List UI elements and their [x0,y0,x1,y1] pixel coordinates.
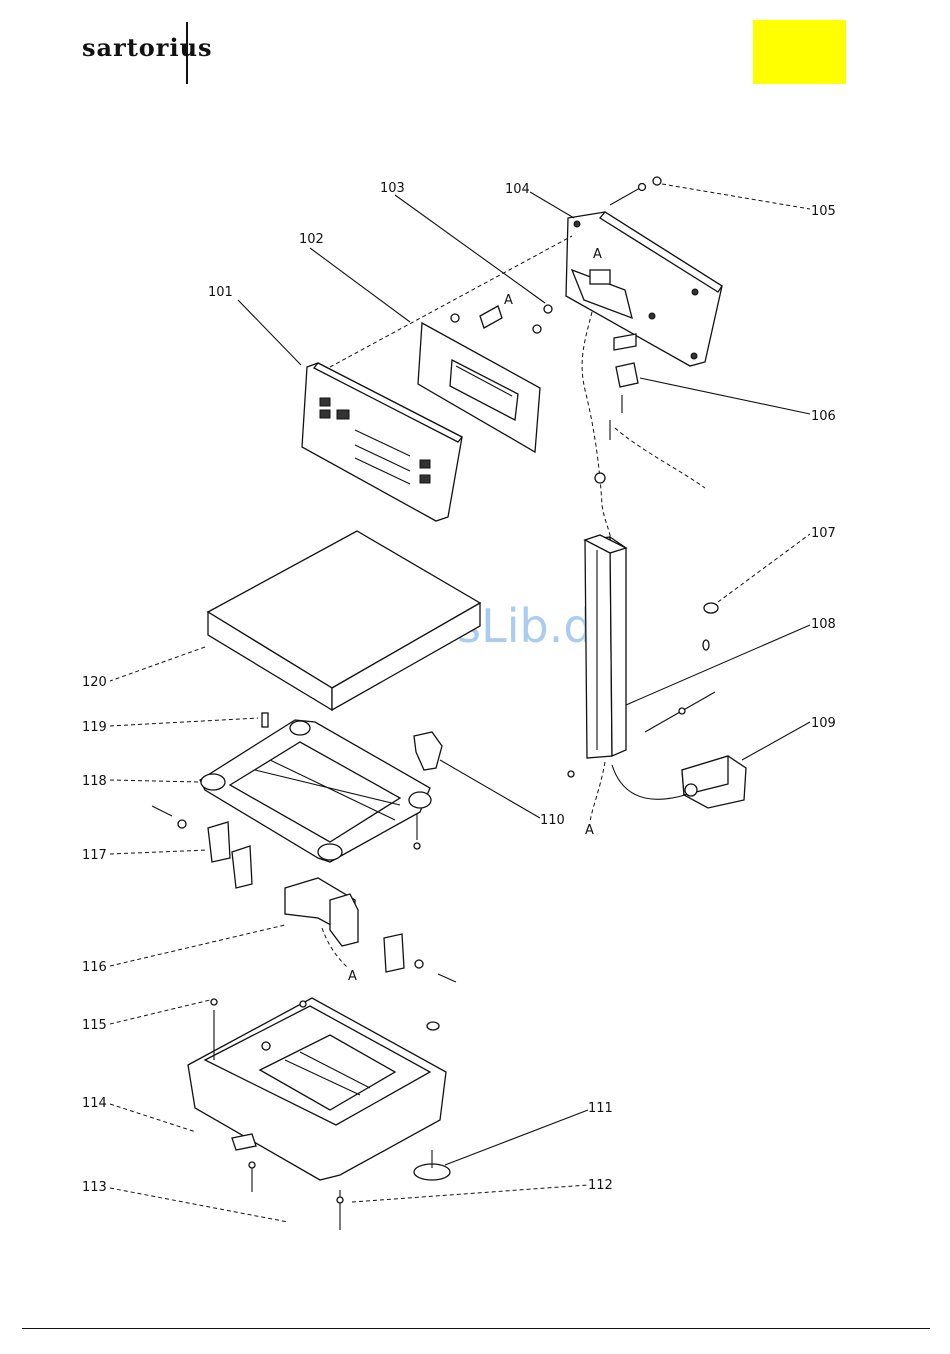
connector-mark: A [585,823,594,838]
callout-110: 110 [540,813,565,828]
callout-105: 105 [811,204,836,219]
callout-111: 111 [588,1101,613,1116]
part-116-load-cell [285,878,456,982]
callout-112: 112 [588,1178,613,1193]
part-105-screw [610,177,661,205]
callout-102: 102 [299,232,324,247]
callout-101: 101 [208,285,233,300]
callout-107: 107 [811,526,836,541]
part-119-screw [262,713,268,727]
part-117-brackets [152,806,252,888]
callout-116: 116 [82,960,107,975]
part-104-rear-housing [566,212,722,366]
part-113-foot-parts [232,1134,256,1192]
part-111-leveling-foot [414,1150,450,1180]
callout-108: 108 [811,617,836,632]
part-112-screw [337,1190,343,1230]
callout-113: 113 [82,1180,107,1195]
part-108-column [568,535,715,777]
callout-114: 114 [82,1096,107,1111]
part-109-junction-box [682,756,746,808]
part-114-base [188,998,446,1180]
footer-rule [22,1328,930,1329]
callout-106: 106 [811,409,836,424]
callout-104: 104 [505,182,530,197]
callout-119: 119 [82,720,107,735]
connector-mark: A [593,247,602,262]
callout-120: 120 [82,675,107,690]
callout-labels: 101 102 103 104 105 106 107 108 109 110 … [82,181,836,1195]
callout-115: 115 [82,1018,107,1033]
callout-109: 109 [811,716,836,731]
callout-117: 117 [82,848,107,863]
part-118-frame [200,720,431,862]
part-107-cable-gland [703,603,718,650]
part-103-bracket [451,305,552,333]
connector-mark: A [348,969,357,984]
part-120-weighing-pan [208,531,480,710]
callout-118: 118 [82,774,107,789]
part-106-clamp [610,334,638,440]
connector-mark: A [504,293,513,308]
callout-103: 103 [380,181,405,196]
